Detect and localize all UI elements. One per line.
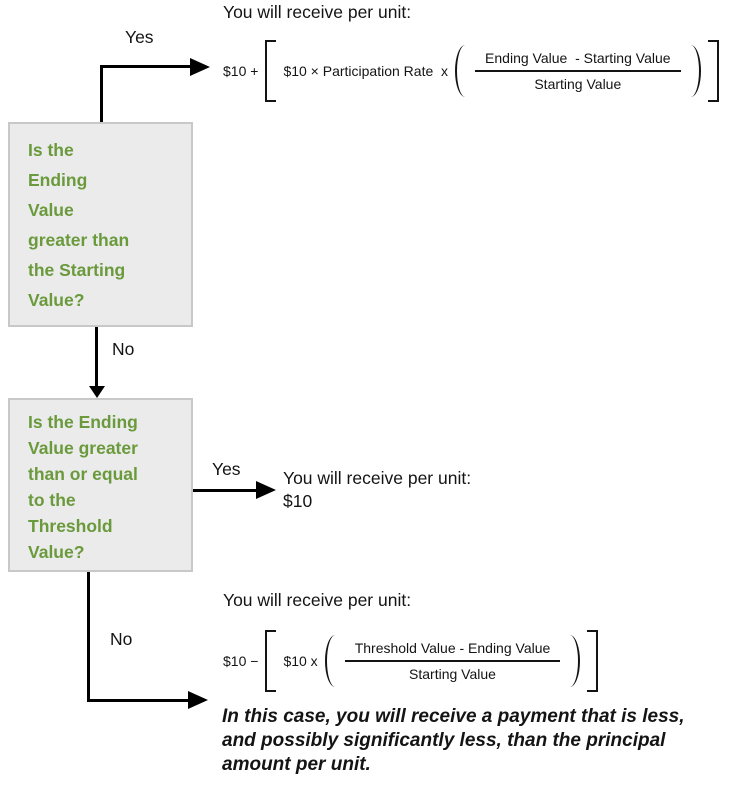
arrowhead-right-icon — [188, 691, 208, 709]
no-label-bottom: No — [110, 629, 133, 649]
left-bracket-icon — [265, 630, 277, 692]
fraction-denominator: Starting Value — [534, 76, 622, 92]
loss-warning-text: In this case, you will receive a payment… — [222, 706, 685, 775]
yes-label-mid: Yes — [212, 459, 241, 479]
connector-line — [100, 65, 190, 68]
arrowhead-right-icon — [190, 58, 210, 76]
fraction-denominator: Starting Value — [409, 666, 496, 682]
right-bracket-icon — [707, 40, 719, 102]
arrowhead-right-icon — [256, 481, 276, 499]
question-1-text: Is the Ending Value greater than the Sta… — [28, 140, 130, 310]
top-payout-formula: $10 + $10 × Participation Rate x Ending … — [223, 40, 719, 102]
question-box-2: Is the Ending Value greater than or equa… — [8, 398, 193, 572]
right-bracket-icon — [587, 630, 599, 692]
no-label-top: No — [112, 339, 135, 359]
fraction-numerator: Threshold Value - Ending Value — [344, 638, 561, 662]
mid-payout-header: You will receive per unit: — [283, 468, 472, 488]
connector-line — [87, 699, 188, 702]
fraction-numerator: Ending Value - Starting Value — [475, 48, 681, 72]
connector-line — [100, 65, 103, 122]
bottom-payout-formula: $10 − $10 x Threshold Value - Ending Val… — [223, 630, 599, 692]
question-box-1: Is the Ending Value greater than the Sta… — [8, 122, 193, 327]
top-payout-header: You will receive per unit: — [223, 2, 412, 22]
yes-label-top: Yes — [125, 27, 154, 47]
connector-line — [95, 327, 98, 387]
connector-line — [87, 572, 90, 702]
question-2-text: Is the Ending Value greater than or equa… — [28, 412, 138, 562]
bottom-payout-header: You will receive per unit: — [223, 590, 412, 610]
connector-line — [193, 489, 257, 492]
formula-prefix: $10 − — [223, 653, 259, 669]
mid-payout-block: You will receive per unit: $10 — [283, 467, 471, 513]
right-paren-icon — [688, 45, 701, 97]
formula-fraction: Threshold Value - Ending Value Starting … — [344, 638, 561, 684]
mid-payout-amount: $10 — [283, 491, 313, 511]
right-paren-icon — [567, 635, 581, 687]
arrowhead-down-icon — [89, 386, 105, 398]
formula-inner: $10 x — [283, 653, 318, 669]
formula-inner: $10 × Participation Rate x — [283, 63, 449, 79]
formula-fraction: Ending Value - Starting Value Starting V… — [475, 48, 681, 94]
left-paren-icon — [324, 635, 338, 687]
formula-prefix: $10 + — [223, 63, 259, 79]
left-paren-icon — [455, 45, 468, 97]
left-bracket-icon — [265, 40, 277, 102]
